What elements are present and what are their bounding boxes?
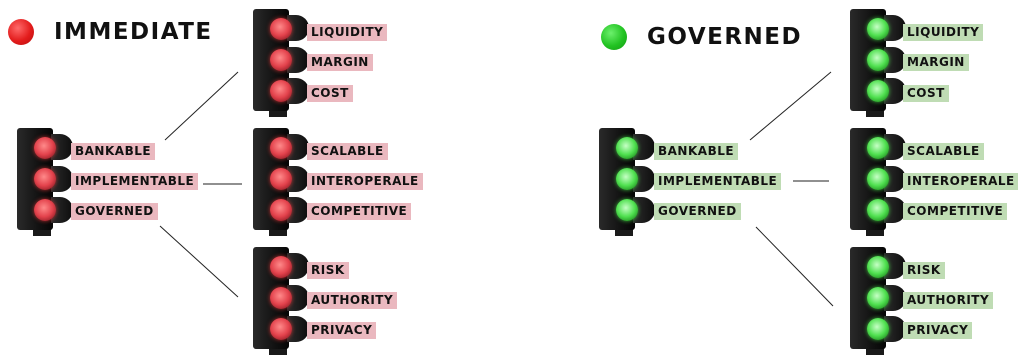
label-cost: COST xyxy=(307,85,353,102)
label-competitive: COMPETITIVE xyxy=(307,203,412,220)
immediate-title: IMMEDIATE xyxy=(54,19,213,45)
label-authority: AUTHORITY xyxy=(903,292,994,309)
top-traffic-light-icon xyxy=(850,9,906,117)
label-risk: RISK xyxy=(307,262,349,279)
label-cost: COST xyxy=(903,85,949,102)
label-interoperale: INTEROPERALE xyxy=(903,173,1018,190)
label-risk: RISK xyxy=(903,262,945,279)
label-bankable: BANKABLE xyxy=(654,143,739,160)
mid-traffic-light-icon xyxy=(253,128,309,236)
label-governed: GOVERNED xyxy=(71,203,158,220)
red-status-dot-icon xyxy=(8,19,34,45)
label-liquidity: LIQUIDITY xyxy=(307,24,388,41)
label-authority: AUTHORITY xyxy=(307,292,398,309)
governed-title: GOVERNED xyxy=(647,24,803,50)
main-traffic-light-icon xyxy=(17,128,73,236)
label-governed: GOVERNED xyxy=(654,203,741,220)
governed-heading: GOVERNED xyxy=(601,24,802,50)
label-liquidity: LIQUIDITY xyxy=(903,24,984,41)
label-implementable: IMPLEMENTABLE xyxy=(71,173,199,190)
label-privacy: PRIVACY xyxy=(307,322,377,339)
top-traffic-light-icon xyxy=(253,9,309,117)
mid-traffic-light-icon xyxy=(850,128,906,236)
label-competitive: COMPETITIVE xyxy=(903,203,1008,220)
label-interoperale: INTEROPERALE xyxy=(307,173,423,190)
immediate-heading: IMMEDIATE xyxy=(8,19,213,45)
bottom-traffic-light-icon xyxy=(253,247,309,355)
bottom-traffic-light-icon xyxy=(850,247,906,355)
green-status-dot-icon xyxy=(601,24,627,50)
label-privacy: PRIVACY xyxy=(903,322,973,339)
label-implementable: IMPLEMENTABLE xyxy=(654,173,782,190)
label-margin: MARGIN xyxy=(903,54,969,71)
immediate-panel: IMMEDIATE BANKABLE IMPLEMENTABLE GOVERNE… xyxy=(0,0,509,355)
label-scalable: SCALABLE xyxy=(307,143,388,160)
governed-panel: GOVERNED BANKABLE IMPLEMENTABLE GOVERNED… xyxy=(509,0,1018,355)
label-scalable: SCALABLE xyxy=(903,143,984,160)
main-traffic-light-icon xyxy=(599,128,655,236)
label-bankable: BANKABLE xyxy=(71,143,156,160)
label-margin: MARGIN xyxy=(307,54,373,71)
